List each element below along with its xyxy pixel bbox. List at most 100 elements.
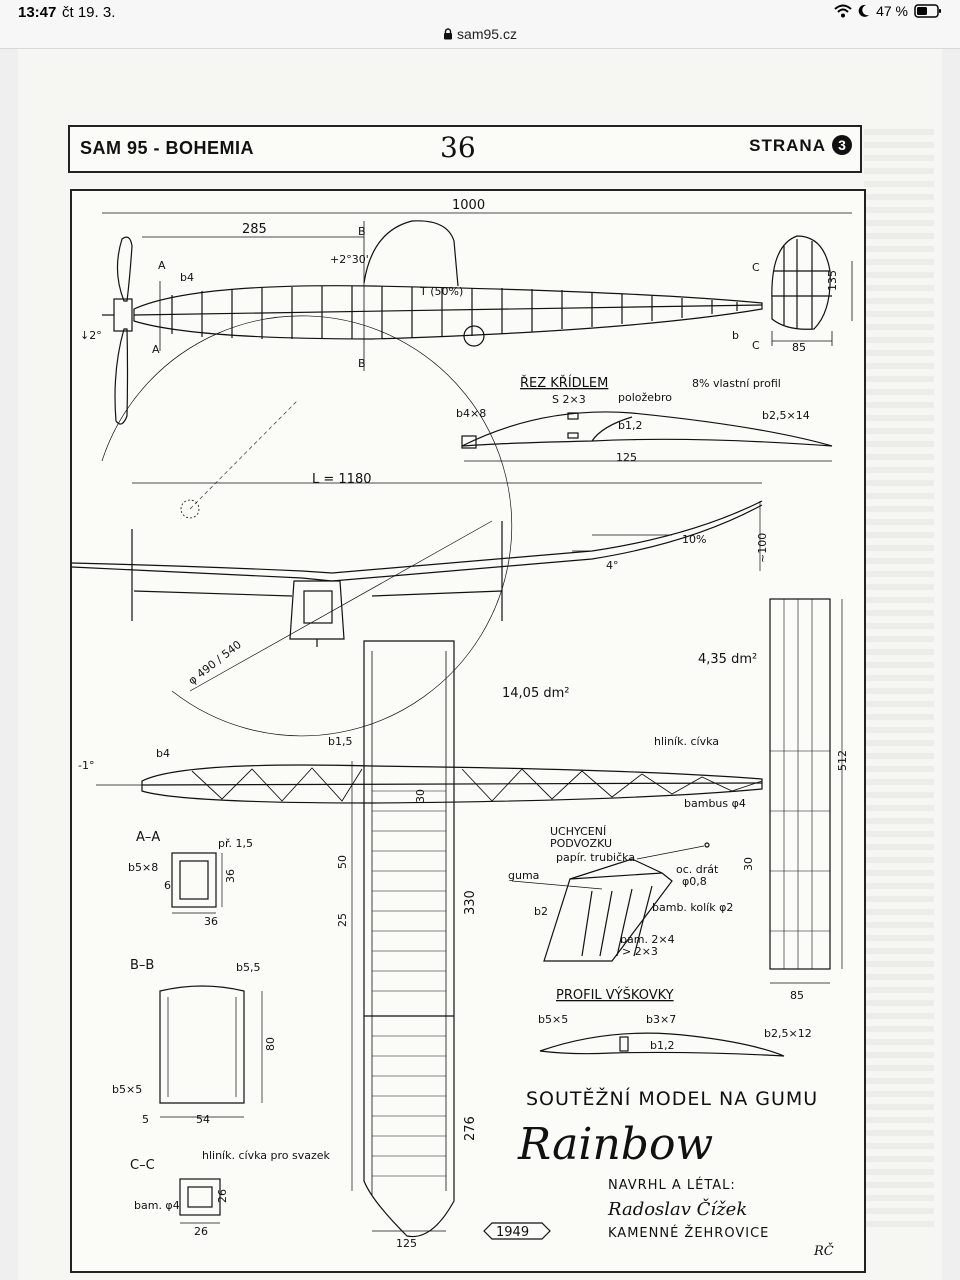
stab-profile-rib: b1,2: [650, 1039, 674, 1052]
label-b4-top: b4: [156, 747, 170, 760]
wing-section-halfrib: položebro: [618, 391, 672, 404]
gear-peg: bamb. kolík φ2: [652, 901, 733, 914]
dim-dihedral-pct: 10%: [682, 533, 706, 546]
label-b4-side: b4: [180, 271, 194, 284]
dim-nose-to-wing: 285: [242, 222, 267, 237]
dim-prop-disc: φ 490 / 540: [186, 638, 244, 687]
url-bar[interactable]: sam95.cz: [0, 24, 960, 49]
plan-drawing: 1000 285 +2°30' T (50%) ↓2° 135 85 A A B…: [71, 198, 853, 1259]
dim-stab-width: 85: [792, 341, 806, 354]
header-left: SAM 95 - BOHEMIA: [80, 138, 255, 158]
wing-section-title: ŘEZ KŘÍDLEM: [520, 375, 608, 391]
stab-profile-labels: PROFIL VÝŠKOVKY b5×5 b3×7 b1,2 b2,5×12: [538, 987, 812, 1052]
bb-5: 5: [142, 1113, 149, 1126]
status-date: čt 19. 3.: [62, 4, 116, 21]
lock-icon: [443, 27, 453, 40]
title-block: SOUTĚŽNÍ MODEL NA GUMU Rainbow NAVRHL A …: [496, 1087, 834, 1259]
title-year: 1949: [496, 1225, 529, 1240]
aa-width: 36: [204, 915, 218, 928]
gear-b2: b2: [534, 905, 548, 918]
title-initials: RČ: [813, 1242, 834, 1259]
bb-height: 80: [264, 1037, 277, 1051]
dim-wing-root: 30: [414, 789, 427, 803]
header-badge: 3: [832, 135, 852, 155]
title-place: KAMENNÉ ŽEHROVICE: [608, 1225, 769, 1241]
title-author: Radoslav Čížek: [607, 1197, 747, 1220]
title-line1: SOUTĚŽNÍ MODEL NA GUMU: [526, 1087, 818, 1110]
section-cc: [179, 1178, 221, 1224]
url-display[interactable]: sam95.cz: [0, 26, 960, 42]
label-a-bottom: A: [152, 343, 160, 356]
cc-width: 26: [194, 1225, 208, 1238]
dim-dihedral-angle: 4°: [606, 559, 619, 572]
front-view: [71, 315, 763, 737]
gear-title-1: UCHYCENÍ: [550, 825, 606, 838]
wifi-icon: [834, 4, 852, 18]
gear-wire: oc. drát: [676, 863, 719, 876]
dim-stab-height: 135: [826, 270, 839, 291]
year-box: [483, 1222, 551, 1240]
page-viewport[interactable]: SAM 95 - BOHEMIA 36 STRANA 3: [0, 49, 960, 1280]
cc-note: hliník. cívka pro svazek: [202, 1149, 331, 1162]
title-designed: NAVRHL A LÉTAL:: [608, 1177, 736, 1193]
status-indicators: 47 %: [834, 3, 942, 19]
dim-stab-chord: 85: [790, 989, 804, 1002]
wing-section-drawing: [461, 411, 833, 462]
propeller-side: [102, 236, 133, 425]
gear-wire-d: φ0,8: [682, 875, 707, 888]
gear-tube: papír. trubička: [556, 851, 635, 864]
stab-profile-title: PROFIL VÝŠKOVKY: [556, 987, 674, 1003]
gear-bam: bam. 2×4: [620, 933, 675, 946]
aa-wall: př. 1,5: [218, 837, 253, 850]
aa-title: A–A: [136, 830, 160, 845]
label-b-top: B: [358, 225, 366, 238]
moon-icon: [858, 4, 870, 17]
cc-title: C–C: [130, 1158, 155, 1173]
header-page-number: 36: [440, 131, 476, 164]
dim-tow: T (50%): [419, 285, 463, 298]
dim-tip-height: ~100: [756, 533, 769, 563]
page-header: SAM 95 - BOHEMIA 36 STRANA 3: [68, 125, 862, 173]
wing-section-rib: b1,2: [618, 419, 642, 432]
label-bambus: bambus φ4: [684, 797, 746, 810]
wing-top-view: [351, 640, 455, 1238]
battery-icon: [914, 4, 941, 18]
fuselage-side: [133, 285, 763, 340]
dim-wing-span: L = 1180: [312, 472, 371, 487]
wing-section-le: b4×8: [456, 407, 486, 420]
bb-strip: b5,5: [236, 961, 260, 974]
aa-height: 36: [224, 869, 237, 883]
wing-section-profile: 8% vlastní profil: [692, 377, 781, 390]
bb-title: B–B: [130, 958, 154, 973]
header-right: STRANA: [749, 136, 826, 155]
section-aa: [171, 852, 223, 914]
label-hlinik: hliník. cívka: [654, 735, 719, 748]
wheel-side: [463, 325, 485, 347]
cc-bam: bam. φ4: [134, 1199, 180, 1212]
gear-title-2: PODVOZKU: [550, 837, 612, 850]
dim-wing-50: 50: [336, 855, 349, 869]
status-bar: 13:47 čt 19. 3. 47 %: [0, 0, 960, 24]
status-time: 13:47: [18, 4, 57, 21]
dim-wing-276: 276: [463, 1116, 478, 1141]
dim-wing-chord: 125: [396, 1237, 417, 1250]
dim-fuselage-length: 1000: [452, 198, 485, 213]
dim-lines-top: [102, 212, 853, 371]
dim-wing-area: 14,05 dm²: [502, 686, 569, 701]
fin-side: [771, 235, 832, 330]
title-model-name: Rainbow: [517, 1119, 713, 1170]
wing-section-chord: 125: [616, 451, 637, 464]
cc-height: 26: [216, 1189, 229, 1203]
stab-profile-drawing: [539, 1032, 785, 1057]
dim-stab-area: 4,35 dm²: [698, 652, 757, 667]
aa-strip: b5×8: [128, 861, 158, 874]
label-c-top: C: [752, 261, 760, 274]
dim-stab-span: 512: [836, 750, 849, 771]
model-plan: 1000 285 +2°30' T (50%) ↓2° 135 85 A A B…: [70, 189, 866, 1273]
wing-section-labels: ŘEZ KŘÍDLEM S 2×3 položebro 8% vlastní p…: [456, 375, 810, 464]
dim-incidence: +2°30': [330, 253, 369, 266]
stab-profile-le: b5×5: [538, 1013, 568, 1026]
label-b15: b1,5: [328, 735, 352, 748]
dim-stab-rib: 30: [742, 857, 755, 871]
bb-width: 54: [196, 1113, 210, 1126]
